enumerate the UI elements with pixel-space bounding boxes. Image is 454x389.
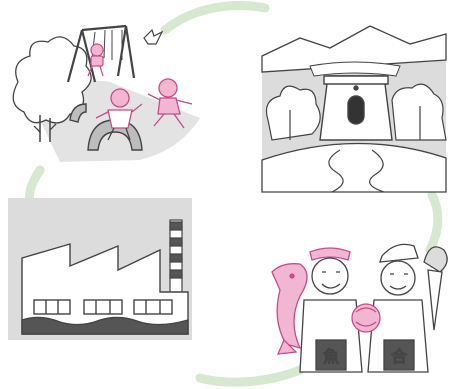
farmer-icon: 合 <box>368 244 428 372</box>
fishermen-scene: 魚 合 <box>272 244 447 372</box>
radish-icon <box>424 247 447 330</box>
dam-scene <box>262 16 446 192</box>
playground-scene <box>13 26 200 162</box>
cabbage-icon <box>352 304 380 332</box>
apron-right-text: 合 <box>391 347 407 366</box>
dam-icon <box>320 76 392 140</box>
apron-left-text: 魚 <box>323 347 339 366</box>
smokestack-icon <box>170 220 182 300</box>
cycle-arrow-bottom <box>200 370 300 382</box>
factory-scene <box>8 198 192 340</box>
bird-icon <box>144 30 162 44</box>
cycle-arrow-right <box>430 195 438 250</box>
cycle-arrow-top <box>165 6 265 30</box>
fisherman-icon: 魚 <box>300 248 362 372</box>
